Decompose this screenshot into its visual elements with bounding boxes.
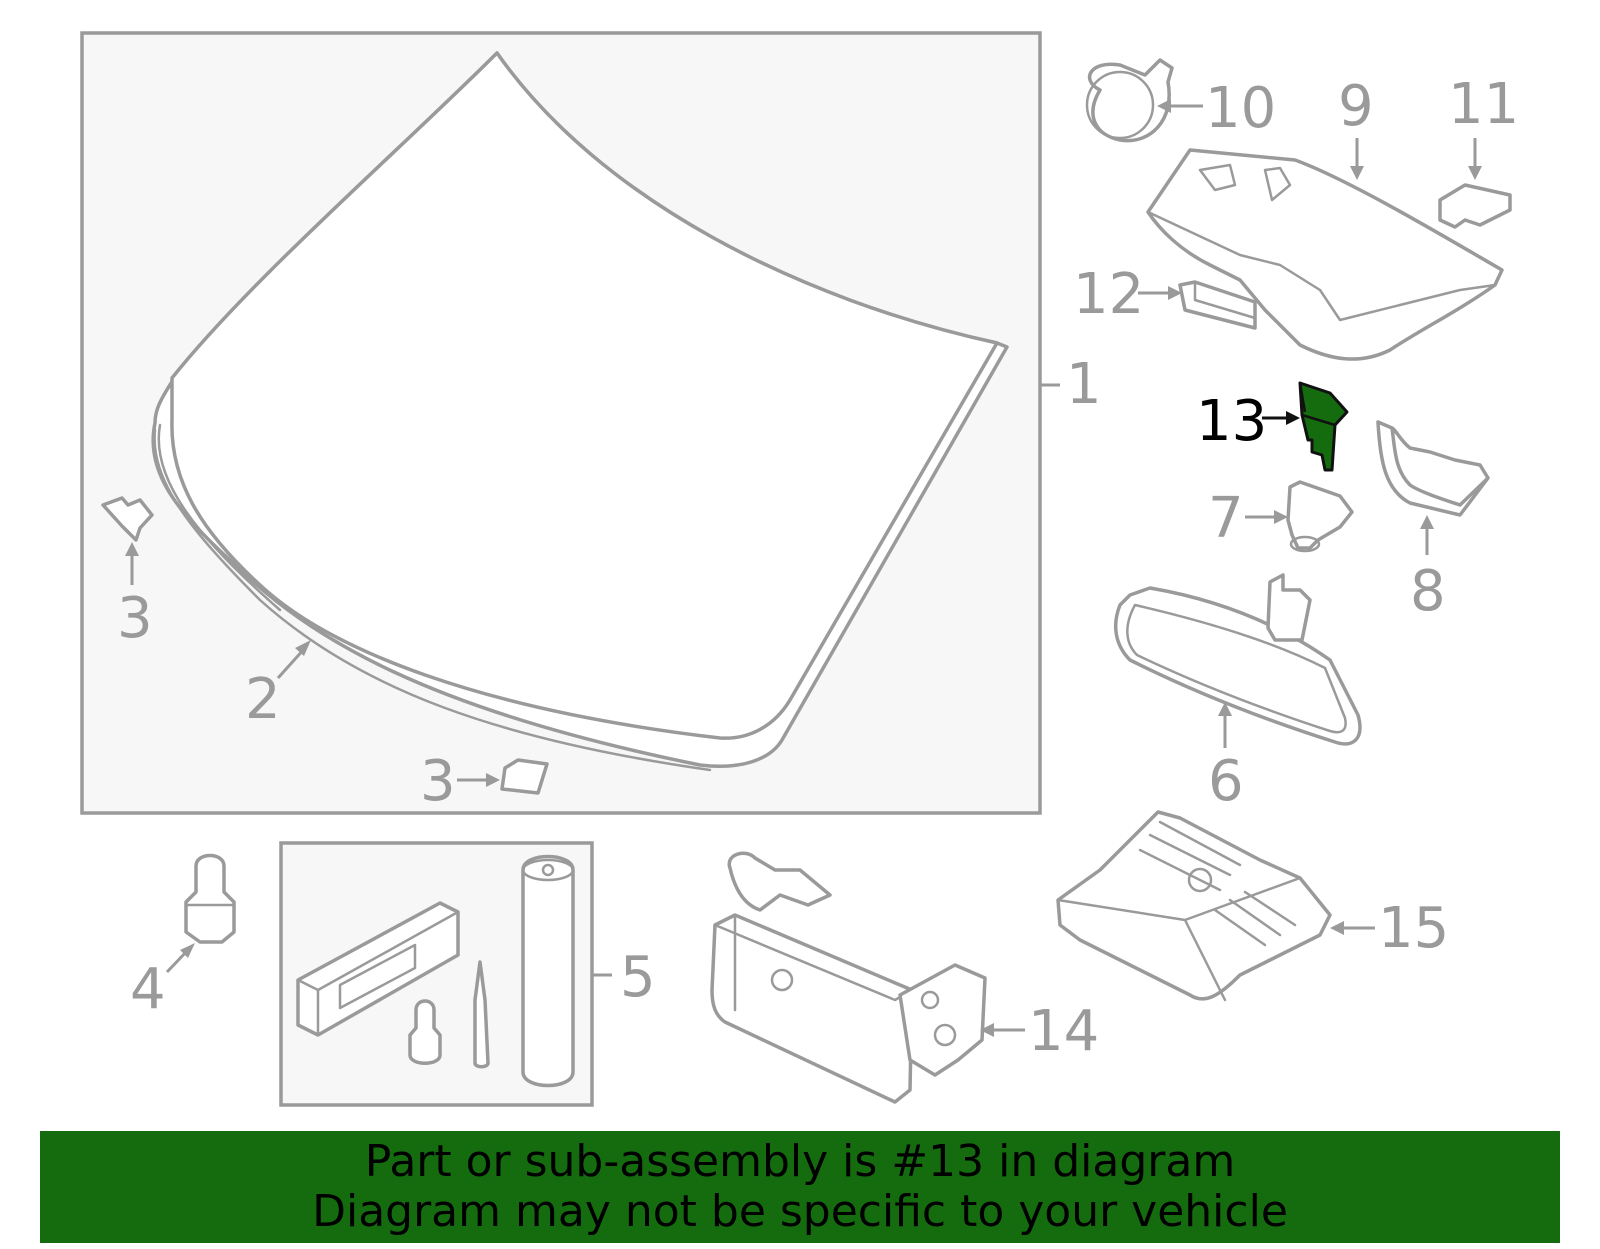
windshield-glass-part[interactable] bbox=[151, 51, 1009, 772]
callout-2: 2 bbox=[245, 667, 281, 732]
moulding-part[interactable] bbox=[157, 423, 282, 612]
bracket-part-12[interactable] bbox=[1178, 280, 1257, 330]
leader-part-9 bbox=[1350, 138, 1364, 180]
leader-part-15 bbox=[1330, 921, 1375, 935]
bracket-part-3-bottom[interactable] bbox=[500, 758, 549, 795]
leader-part-7 bbox=[1245, 510, 1288, 524]
leader-part-12 bbox=[1138, 286, 1182, 300]
stud-part-4[interactable] bbox=[184, 853, 236, 944]
callout-3-bottom: 3 bbox=[420, 749, 456, 814]
callout-12: 12 bbox=[1073, 262, 1144, 327]
callout-13: 13 bbox=[1196, 389, 1267, 454]
leader-part-3-left bbox=[125, 542, 139, 585]
banner-line-part-number: Part or sub-assembly is #13 in diagram bbox=[364, 1136, 1236, 1187]
leader-part-14 bbox=[980, 1023, 1025, 1037]
leader-part-8 bbox=[1420, 515, 1434, 555]
callout-8: 8 bbox=[1410, 559, 1446, 624]
leader-part-3-bottom bbox=[457, 773, 500, 787]
rain-sensor-part-10[interactable] bbox=[1085, 58, 1174, 143]
banner-line-disclaimer: Diagram may not be specific to your vehi… bbox=[312, 1186, 1288, 1237]
cover-part-8[interactable] bbox=[1376, 420, 1490, 517]
leader-part-2 bbox=[276, 640, 311, 680]
camera-housing-part-15[interactable] bbox=[1056, 810, 1332, 1002]
adhesive-kit-part-5[interactable] bbox=[296, 854, 575, 1088]
callout-1: 1 bbox=[1066, 352, 1102, 417]
leader-part-10 bbox=[1157, 99, 1203, 113]
mount-part-7[interactable] bbox=[1286, 480, 1354, 553]
rearview-mirror-part-6[interactable] bbox=[1113, 573, 1362, 746]
bracket-part-3-left[interactable] bbox=[101, 496, 154, 542]
callout-11: 11 bbox=[1448, 72, 1519, 137]
callout-14: 14 bbox=[1028, 999, 1099, 1064]
callout-3-left: 3 bbox=[117, 586, 153, 651]
leader-part-11 bbox=[1468, 138, 1482, 180]
callout-6: 6 bbox=[1208, 749, 1244, 814]
callout-7: 7 bbox=[1208, 486, 1244, 551]
info-banner: Part or sub-assembly is #13 in diagram D… bbox=[40, 1131, 1560, 1243]
mounting-bracket-part-14[interactable] bbox=[710, 851, 987, 1104]
leader-part-13 bbox=[1262, 411, 1300, 425]
callout-9: 9 bbox=[1338, 74, 1374, 139]
clip-part-11[interactable] bbox=[1438, 183, 1512, 229]
callout-5: 5 bbox=[620, 945, 656, 1010]
mirror-cover-part-9[interactable] bbox=[1146, 148, 1504, 361]
callout-15: 15 bbox=[1378, 896, 1449, 961]
leader-part-6 bbox=[1218, 702, 1232, 748]
callout-4: 4 bbox=[130, 957, 166, 1022]
callout-10: 10 bbox=[1205, 76, 1276, 141]
highlighted-part-13[interactable] bbox=[1298, 381, 1349, 472]
leader-part-4 bbox=[165, 943, 195, 974]
